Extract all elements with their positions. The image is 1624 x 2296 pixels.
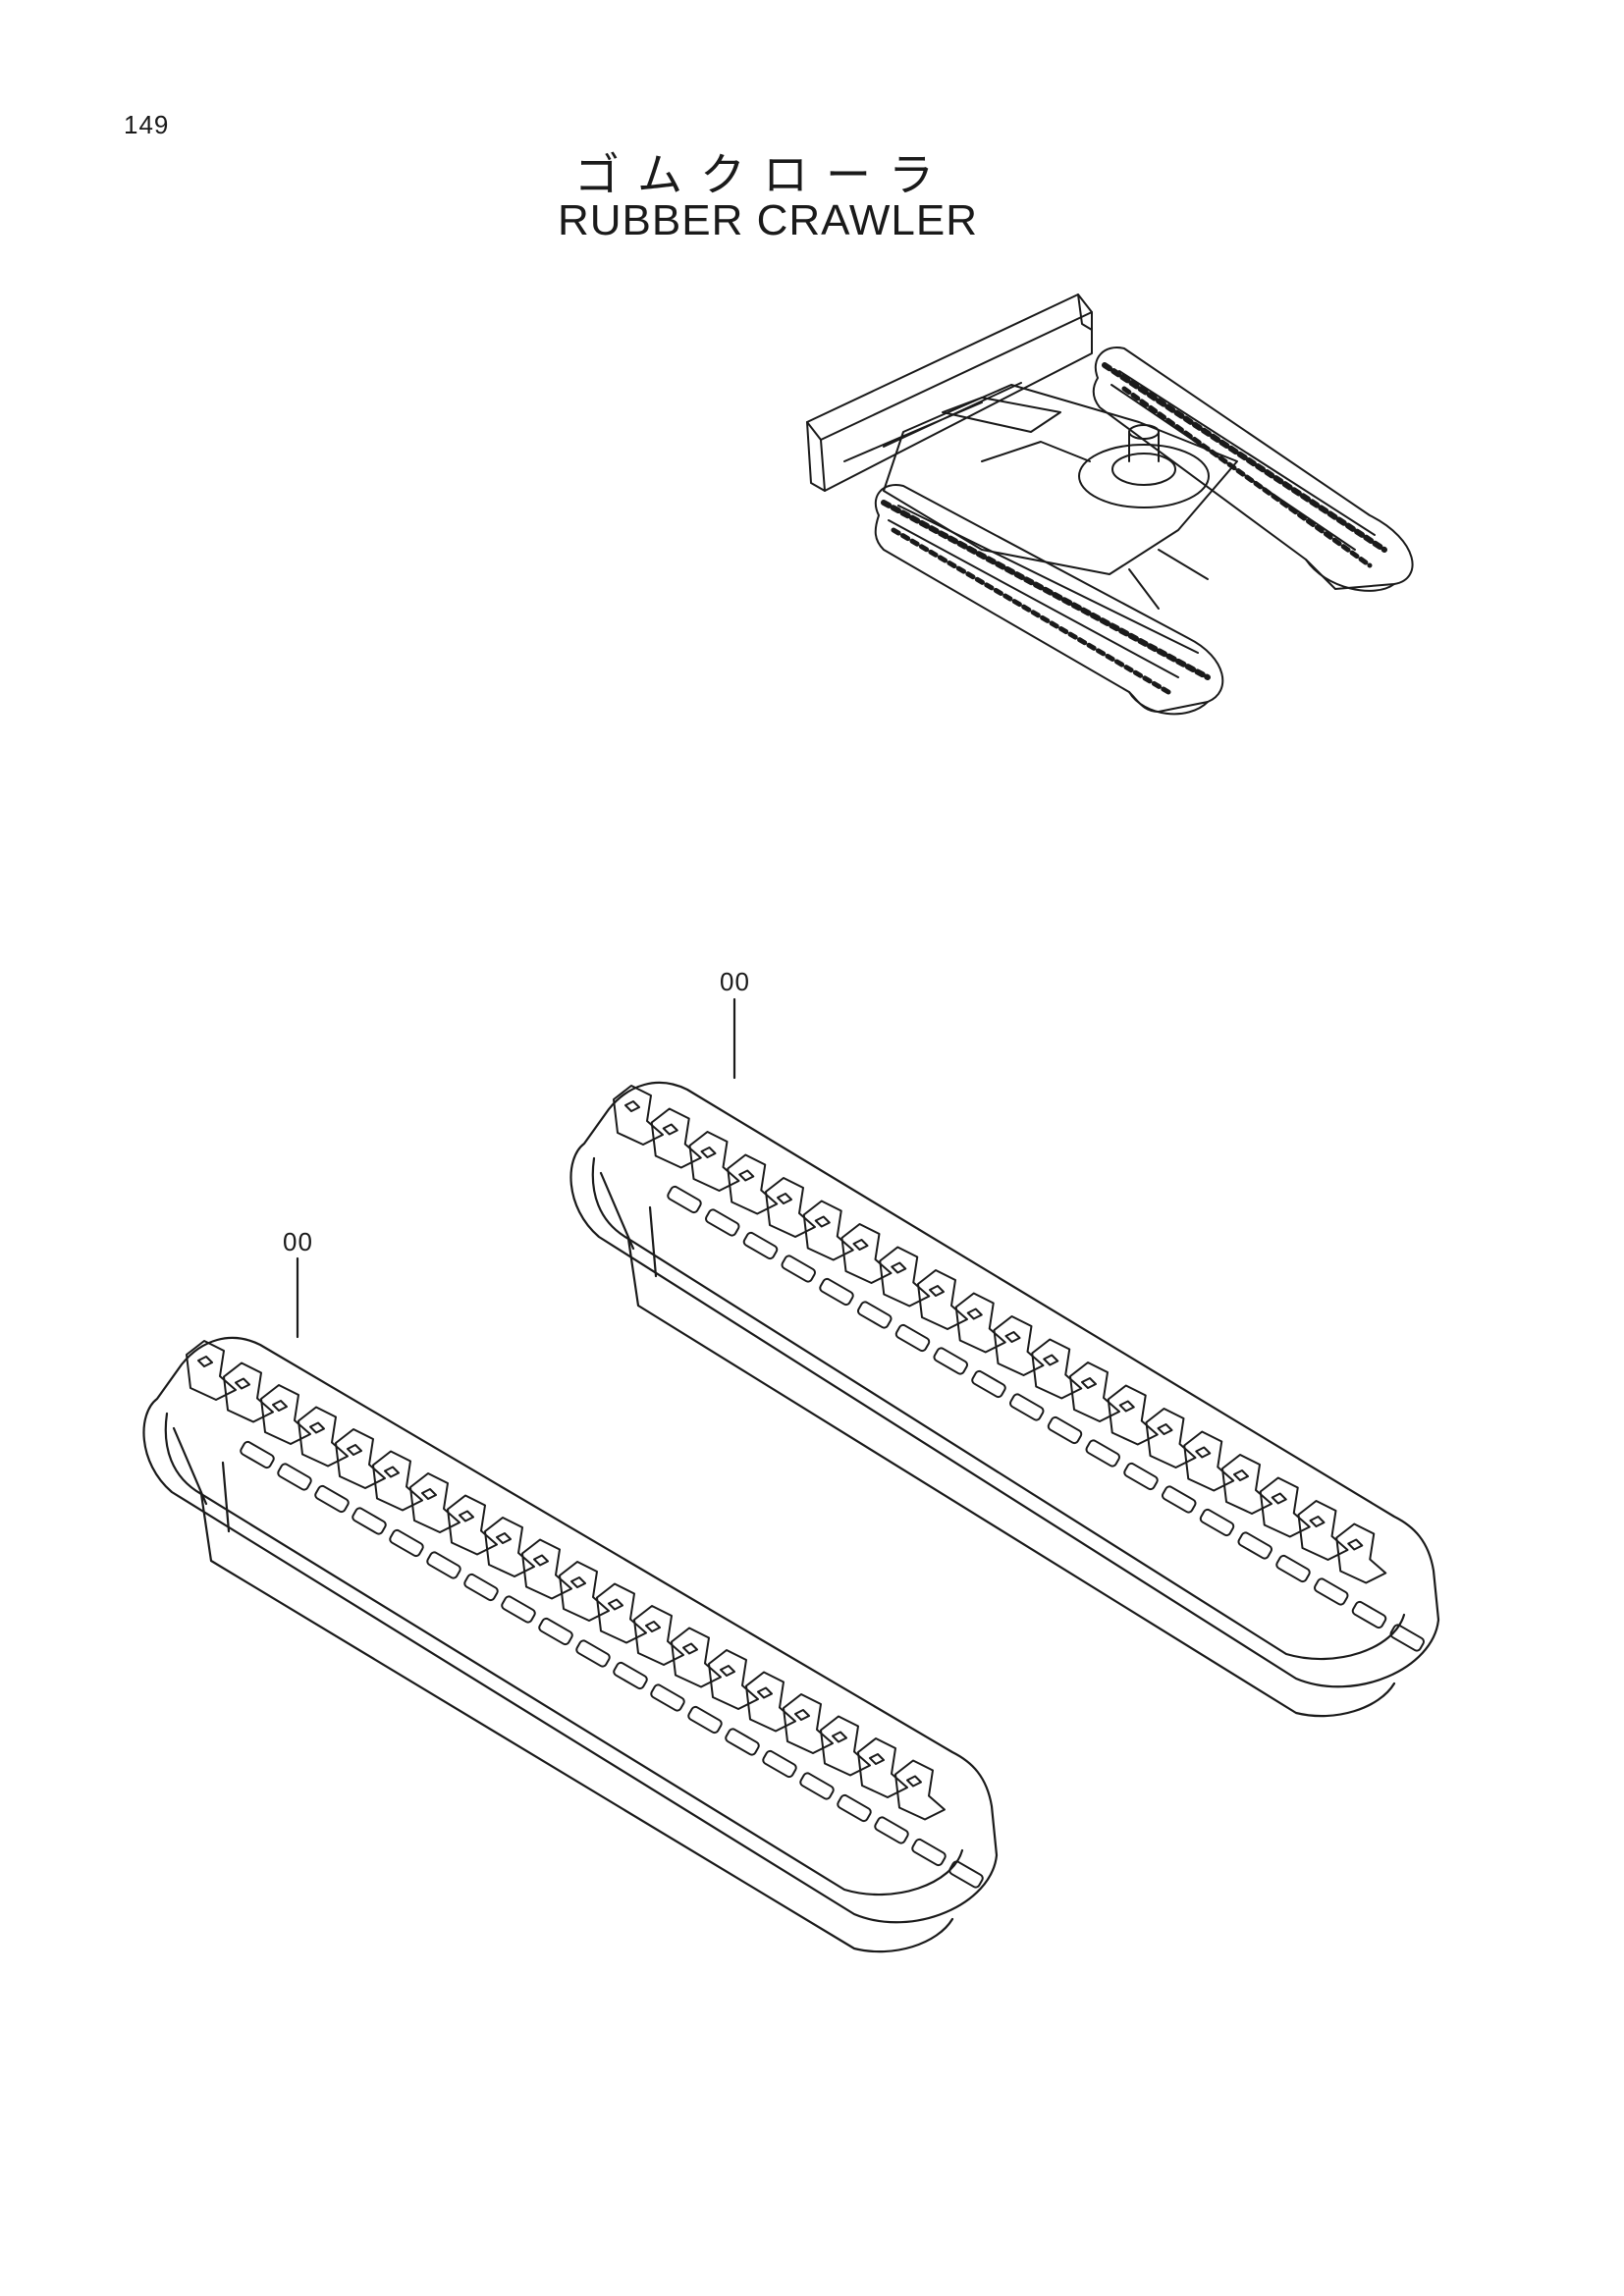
guide-lug bbox=[1008, 1393, 1045, 1421]
guide-lug bbox=[911, 1838, 947, 1867]
guide-lug bbox=[667, 1185, 702, 1214]
tread-block bbox=[894, 1759, 946, 1821]
page-number: 149 bbox=[124, 110, 170, 139]
guide-lug bbox=[575, 1639, 611, 1668]
tread-block bbox=[765, 1177, 816, 1238]
guide-lug bbox=[1351, 1600, 1387, 1629]
guide-lug bbox=[742, 1231, 779, 1260]
tread-block bbox=[1297, 1500, 1349, 1561]
tread-block bbox=[596, 1582, 647, 1644]
tread-block bbox=[1107, 1384, 1159, 1446]
tread-block bbox=[1145, 1408, 1197, 1468]
tread-block bbox=[745, 1671, 796, 1733]
overview-track-left bbox=[874, 484, 1224, 716]
guide-lug bbox=[613, 1661, 648, 1690]
guide-lug bbox=[501, 1595, 536, 1624]
tread-block bbox=[954, 1292, 1006, 1354]
guide-lug bbox=[894, 1323, 931, 1353]
guide-lug bbox=[463, 1573, 499, 1602]
tread-block bbox=[1183, 1430, 1235, 1492]
guide-lug bbox=[837, 1793, 872, 1823]
title-english: RUBBER CRAWLER bbox=[558, 196, 978, 244]
callout-label-front: 00 bbox=[283, 1227, 313, 1256]
tread-block bbox=[1335, 1522, 1387, 1584]
guide-lug bbox=[725, 1728, 760, 1756]
tread-block bbox=[484, 1517, 535, 1577]
tread-block bbox=[186, 1340, 237, 1401]
guide-lug bbox=[389, 1528, 424, 1558]
tread-block bbox=[633, 1605, 684, 1666]
guide-lug bbox=[856, 1301, 893, 1329]
title-japanese: ゴムクローラ bbox=[574, 148, 951, 201]
tread-block bbox=[993, 1315, 1045, 1376]
swing-bearing bbox=[1078, 424, 1210, 508]
guide-lug bbox=[819, 1277, 854, 1307]
tread-block bbox=[409, 1472, 460, 1533]
guide-lug bbox=[240, 1440, 275, 1469]
tread-block bbox=[688, 1131, 740, 1192]
guide-lug bbox=[1199, 1508, 1235, 1537]
tread-block bbox=[820, 1715, 871, 1777]
dozer-blade bbox=[806, 294, 1093, 492]
guide-lug bbox=[1313, 1577, 1349, 1606]
guide-lug bbox=[971, 1369, 1006, 1399]
guide-lug bbox=[650, 1683, 685, 1712]
guide-lug bbox=[781, 1255, 817, 1283]
rubber-track-rear bbox=[569, 997, 1440, 1718]
tread-block bbox=[840, 1223, 893, 1284]
tread-block bbox=[613, 1085, 664, 1146]
tread-block bbox=[708, 1649, 759, 1710]
guide-lug bbox=[538, 1617, 573, 1646]
guide-lug bbox=[1085, 1439, 1121, 1468]
guide-lug bbox=[799, 1772, 835, 1800]
tread-block bbox=[802, 1200, 854, 1261]
guide-lug bbox=[426, 1551, 461, 1579]
guide-lug bbox=[277, 1463, 312, 1491]
tread-block bbox=[917, 1269, 968, 1330]
guide-lug bbox=[1389, 1624, 1426, 1652]
tread-block bbox=[521, 1538, 572, 1600]
tread-block bbox=[447, 1494, 498, 1556]
guide-lug bbox=[933, 1347, 969, 1375]
tread-block bbox=[727, 1153, 779, 1215]
tread-block bbox=[260, 1384, 311, 1445]
rubber-track-front bbox=[142, 1256, 999, 1953]
callout-label-rear: 00 bbox=[720, 967, 750, 996]
guide-lug bbox=[1123, 1462, 1159, 1491]
track-frame bbox=[883, 384, 1238, 610]
guide-lug bbox=[874, 1816, 909, 1844]
tread-block bbox=[857, 1737, 908, 1798]
overview-track-right bbox=[1092, 347, 1414, 592]
guide-lug bbox=[762, 1749, 797, 1779]
tread-block bbox=[559, 1561, 610, 1622]
tread-block bbox=[298, 1406, 349, 1468]
tread-block bbox=[223, 1362, 274, 1423]
guide-lug bbox=[1047, 1415, 1083, 1445]
guide-lug bbox=[687, 1705, 723, 1735]
guide-lug bbox=[1161, 1485, 1197, 1514]
guide-lug bbox=[352, 1507, 387, 1535]
tread-block bbox=[650, 1107, 702, 1169]
undercarriage-overview bbox=[806, 294, 1414, 716]
tread-block bbox=[1069, 1362, 1120, 1422]
tread-block bbox=[1221, 1454, 1272, 1515]
guide-lug bbox=[1275, 1554, 1311, 1583]
tread-block bbox=[335, 1428, 386, 1489]
guide-lug bbox=[704, 1208, 740, 1237]
guide-lug bbox=[948, 1860, 984, 1889]
tread-block bbox=[671, 1627, 722, 1688]
tread-block bbox=[1031, 1338, 1083, 1400]
tread-block bbox=[1259, 1476, 1311, 1538]
guide-lug bbox=[314, 1484, 350, 1514]
tread-block bbox=[783, 1693, 834, 1754]
tread-block bbox=[879, 1246, 931, 1308]
guide-lug bbox=[1237, 1531, 1273, 1560]
tread-block bbox=[372, 1450, 423, 1512]
